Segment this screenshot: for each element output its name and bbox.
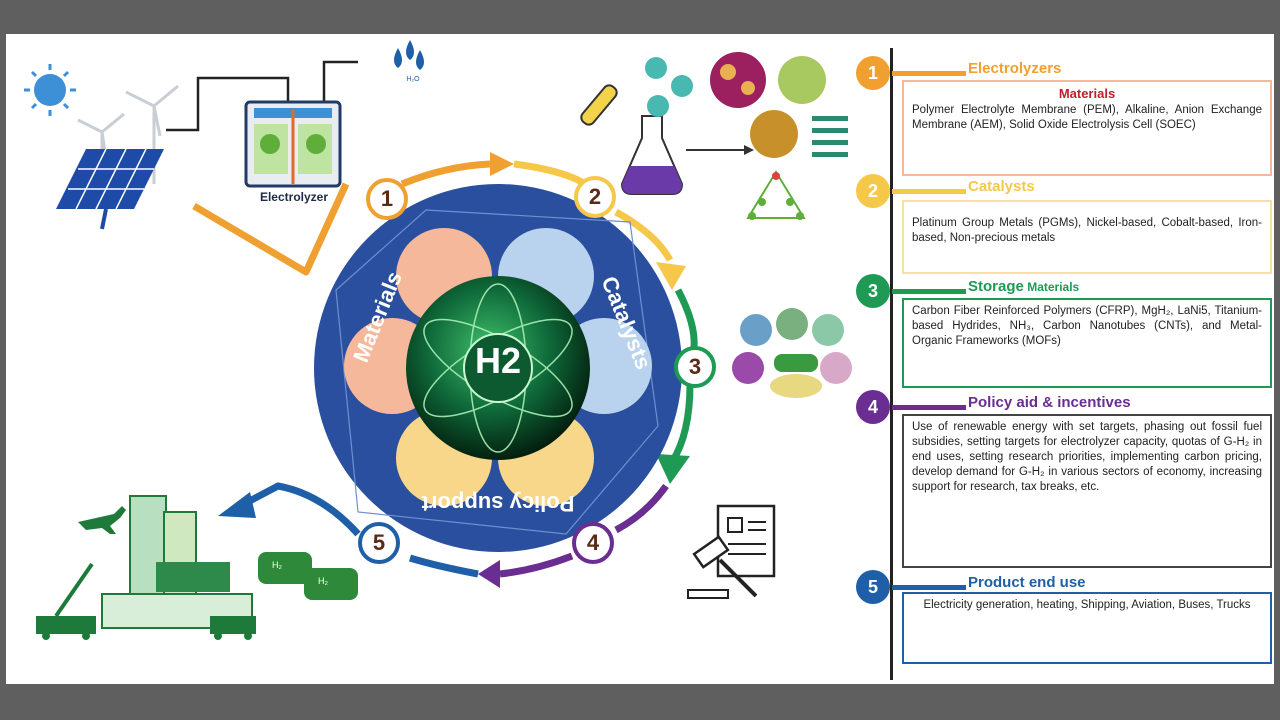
section-title-storage: Storage Materials — [968, 278, 1079, 295]
test-tube-icon — [580, 84, 618, 126]
section-title-electrolyzers: Electrolyzers — [968, 60, 1062, 77]
cycle-badge-4: 4 — [572, 522, 614, 564]
section-box-1: Materials Polymer Electrolyte Membrane (… — [902, 80, 1272, 176]
section-title-storage-main: Storage — [968, 278, 1024, 295]
electrolyzer-icon — [244, 100, 342, 188]
section-title-policy: Policy aid & incentives — [968, 394, 1131, 411]
sun-icon — [24, 64, 76, 116]
section-box-3: Carbon Fiber Reinforced Polymers (CFRP),… — [902, 298, 1272, 388]
right-panel-divider — [890, 48, 893, 680]
storage-materials-icon — [732, 308, 852, 398]
section-title-catalysts: Catalysts — [968, 178, 1035, 195]
section-title-end-use: Product end use — [968, 574, 1086, 591]
solar-panel-icon — [56, 148, 164, 230]
city-end-use-icon — [36, 495, 256, 640]
section-subtitle-materials: Materials — [1058, 86, 1116, 101]
cylinder-label-2: H₂ — [318, 576, 328, 586]
airplane-icon — [78, 506, 126, 534]
section-text-1: Polymer Electrolyte Membrane (PEM), Alka… — [912, 104, 1262, 131]
section-badge-3: 3 — [856, 274, 890, 308]
section-box-5: Electricity generation, heating, Shippin… — [902, 592, 1272, 664]
section-badge-2: 2 — [856, 174, 890, 208]
section-box-4: Use of renewable energy with set targets… — [902, 414, 1272, 568]
electrolyzer-label: Electrolyzer — [259, 190, 329, 204]
flask-icon — [620, 115, 684, 195]
cylinder-label-1: H₂ — [272, 560, 282, 570]
section-badge-5: 5 — [856, 570, 890, 604]
section-badge-4: 4 — [856, 390, 890, 424]
diagram-panel: H2 Materials Catalysts Policy support El… — [6, 34, 1274, 684]
water-drop-icon — [394, 40, 424, 70]
section-box-2: Platinum Group Metals (PGMs), Nickel-bas… — [902, 200, 1272, 274]
hydrogen-cylinder-icon — [258, 552, 358, 600]
diagram-artwork — [24, 40, 852, 640]
cycle-badge-3: 3 — [674, 346, 716, 388]
water-label: H₂O — [406, 76, 420, 83]
hydrogen-label: H2 — [474, 340, 522, 381]
policy-document-icon — [716, 504, 776, 578]
gavel-icon — [687, 535, 758, 599]
catalyst-particles-icon — [645, 52, 848, 220]
section-badge-1: 1 — [856, 56, 890, 90]
section-title-storage-suffix: Materials — [1023, 280, 1080, 294]
cycle-badge-1: 1 — [366, 178, 408, 220]
cycle-badge-2: 2 — [574, 176, 616, 218]
cycle-badge-5: 5 — [358, 522, 400, 564]
ring-label-policy: Policy support — [421, 491, 575, 516]
